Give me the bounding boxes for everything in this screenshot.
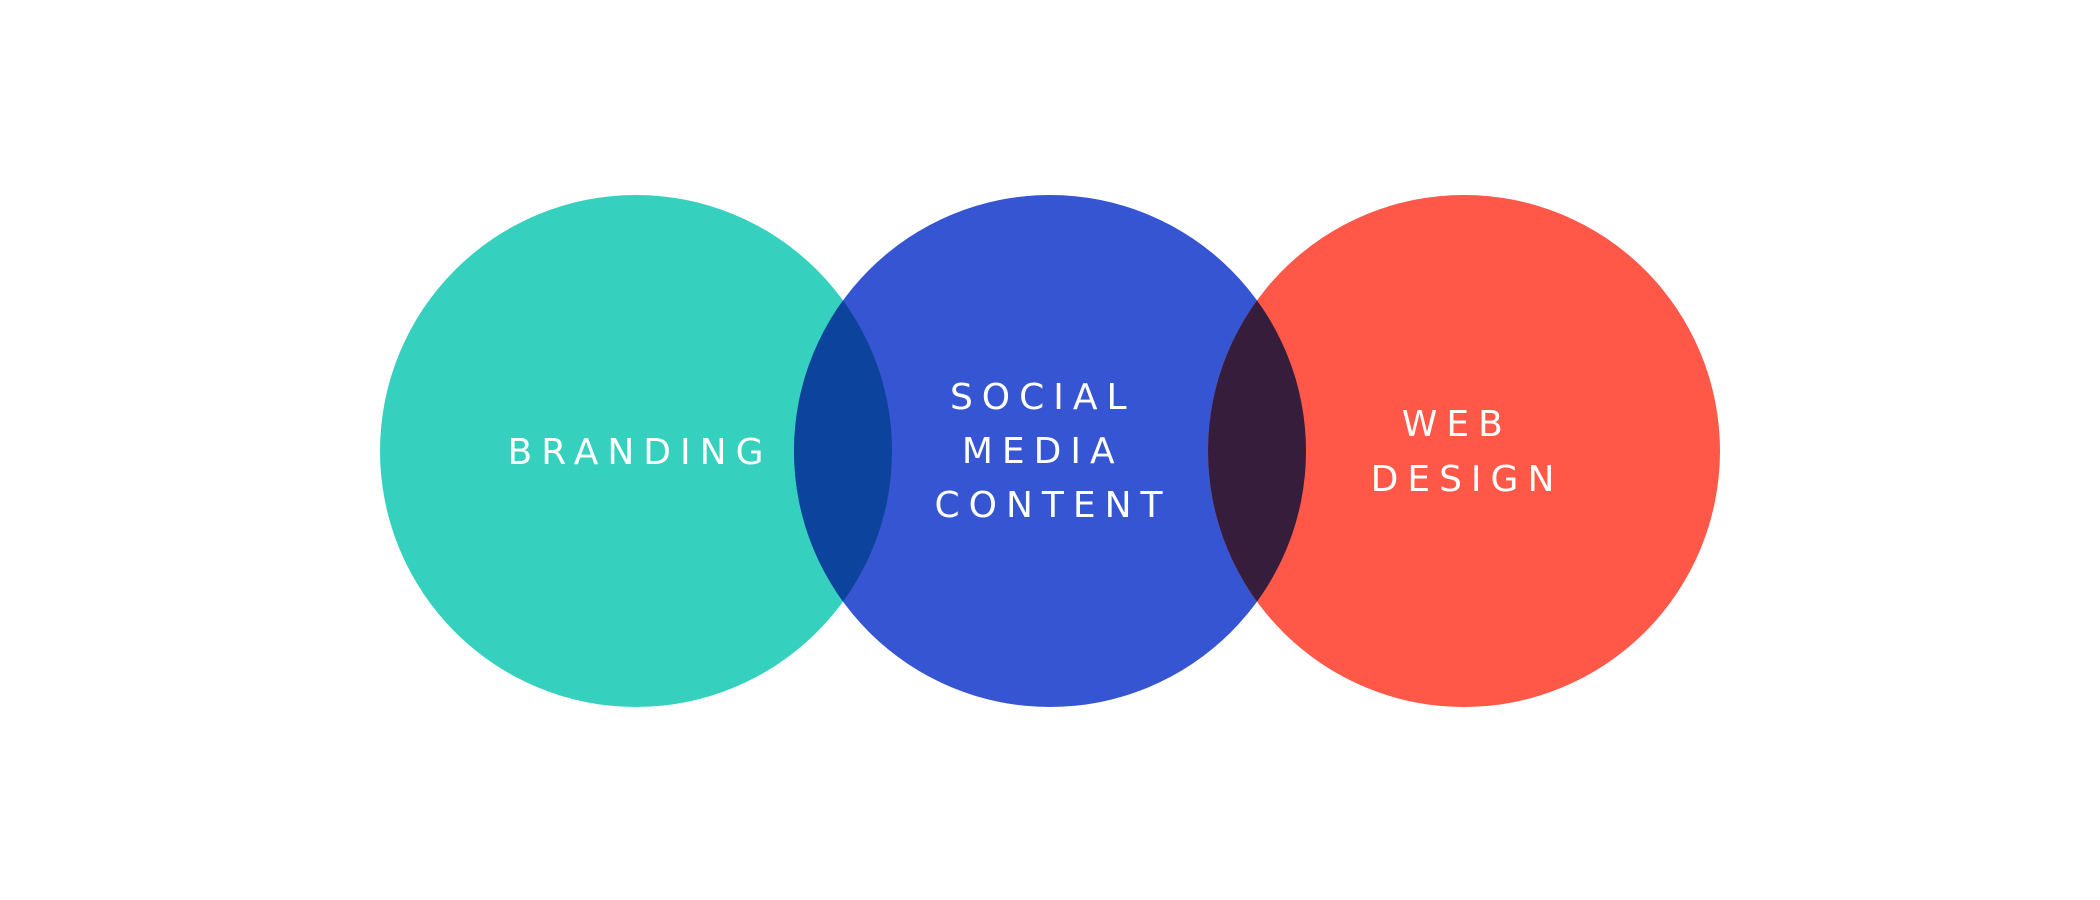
branding-label: BRANDING xyxy=(508,432,773,473)
social-media-content-label: SOCIAL MEDIA CONTENT xyxy=(934,377,1171,526)
web-design-circle xyxy=(1208,195,1720,707)
social-media-content-circle xyxy=(794,195,1306,707)
branding-circle xyxy=(380,195,892,707)
web-design-label: WEB DESIGN xyxy=(1371,404,1564,500)
